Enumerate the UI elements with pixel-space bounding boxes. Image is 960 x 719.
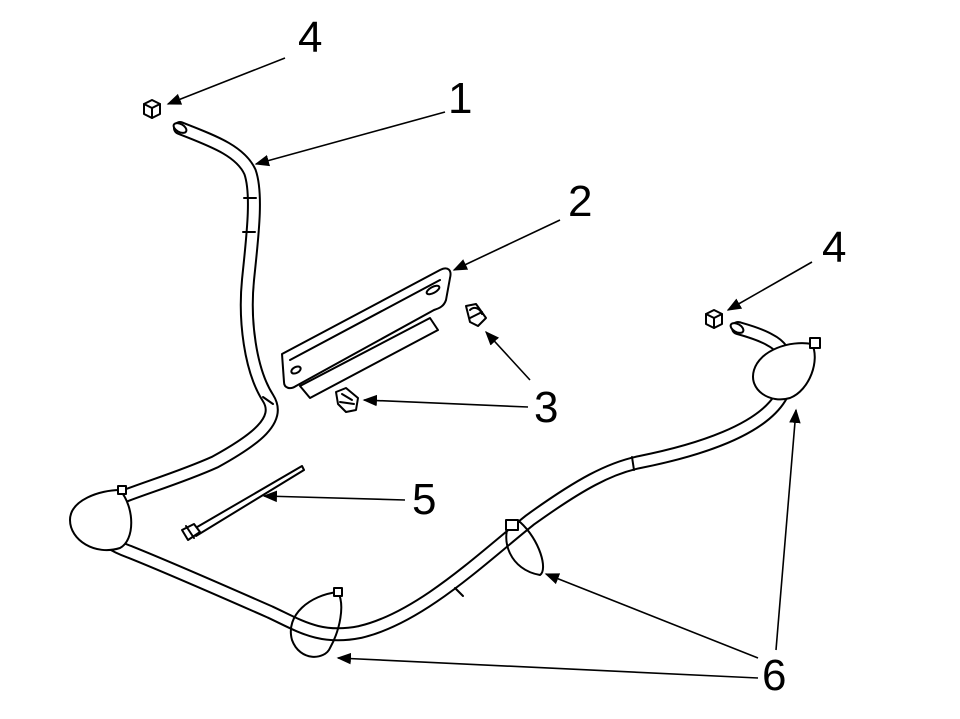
leader-4-left (166, 57, 286, 105)
callout-4-left: 4 (298, 13, 322, 62)
screw-part-3-lower (335, 387, 359, 413)
leader-5 (262, 490, 406, 503)
bracket-part-2 (281, 267, 452, 399)
leader-6-right (775, 408, 801, 651)
screw-part-3-upper (465, 303, 487, 327)
clamp-part-6-bottom (289, 587, 343, 658)
leader-3-upper (485, 330, 531, 381)
cap-part-4-right (705, 309, 723, 329)
leader-6-bottom (336, 652, 759, 679)
callout-4-right: 4 (822, 223, 846, 272)
clamp-part-6-left (69, 485, 133, 551)
cable-tie-part-5 (181, 465, 305, 541)
leader-2 (452, 219, 561, 271)
callout-3: 3 (534, 383, 558, 432)
callout-2: 2 (568, 177, 592, 226)
leader-4-right (726, 261, 813, 311)
clamp-part-6-middle (505, 519, 545, 576)
cap-part-4-left (143, 99, 161, 119)
leader-1 (254, 111, 446, 167)
callout-6: 6 (762, 651, 786, 700)
hose-part-1 (84, 121, 796, 642)
callout-1: 1 (448, 74, 472, 123)
leader-lines (166, 57, 813, 679)
clamp-part-6-right (752, 337, 821, 401)
leader-3-lower (362, 394, 529, 408)
leader-6-middle (544, 573, 759, 659)
callout-5: 5 (412, 475, 436, 524)
